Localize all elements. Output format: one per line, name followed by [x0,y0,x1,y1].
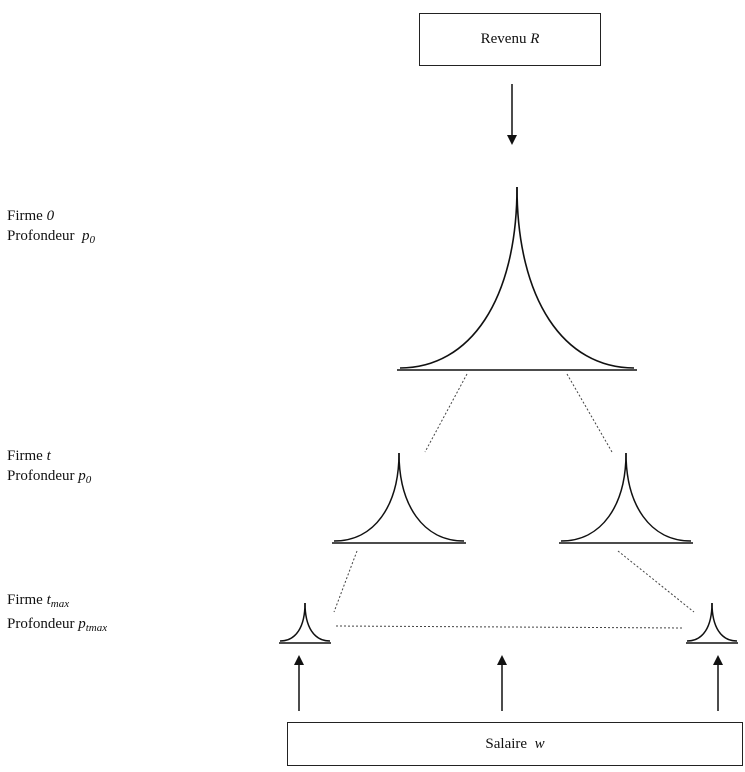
level-tmax-depth: Profondeur ptmax [7,616,108,634]
link-t-right [617,550,695,613]
firm-t-right-shape [559,452,693,544]
firm-tmax-left-shape [279,602,331,644]
link-0-right [566,373,613,453]
firm-tmax-right-shape [686,602,738,644]
level-t-label: Firme t Profondeur p0 [7,446,91,490]
revenue-label: Revenu [480,31,527,47]
revenue-variable: R [530,31,540,47]
level-tmax-label: Firme tmax Profondeur ptmax [7,590,107,638]
level-t-firm: Firme t [7,448,51,464]
firm-0-shape [397,186,637,371]
level-t-depth: Profondeur p0 [7,468,92,486]
level-0-label: Firme 0 Profondeur p0 [7,206,95,250]
firm-t-left-shape [332,452,466,544]
salary-variable: w [534,735,545,752]
salary-box: Salaire w [287,722,743,766]
level-tmax-firm: Firme tmax [7,592,70,610]
salary-label: Salaire [485,735,528,752]
level-0-depth: Profondeur p0 [7,228,95,246]
level-0-firm: Firme 0 [7,208,55,224]
link-0-left [424,373,468,453]
link-t-left [333,550,358,613]
revenue-box: Revenu R [419,13,601,66]
tmax-span-line [335,625,685,629]
